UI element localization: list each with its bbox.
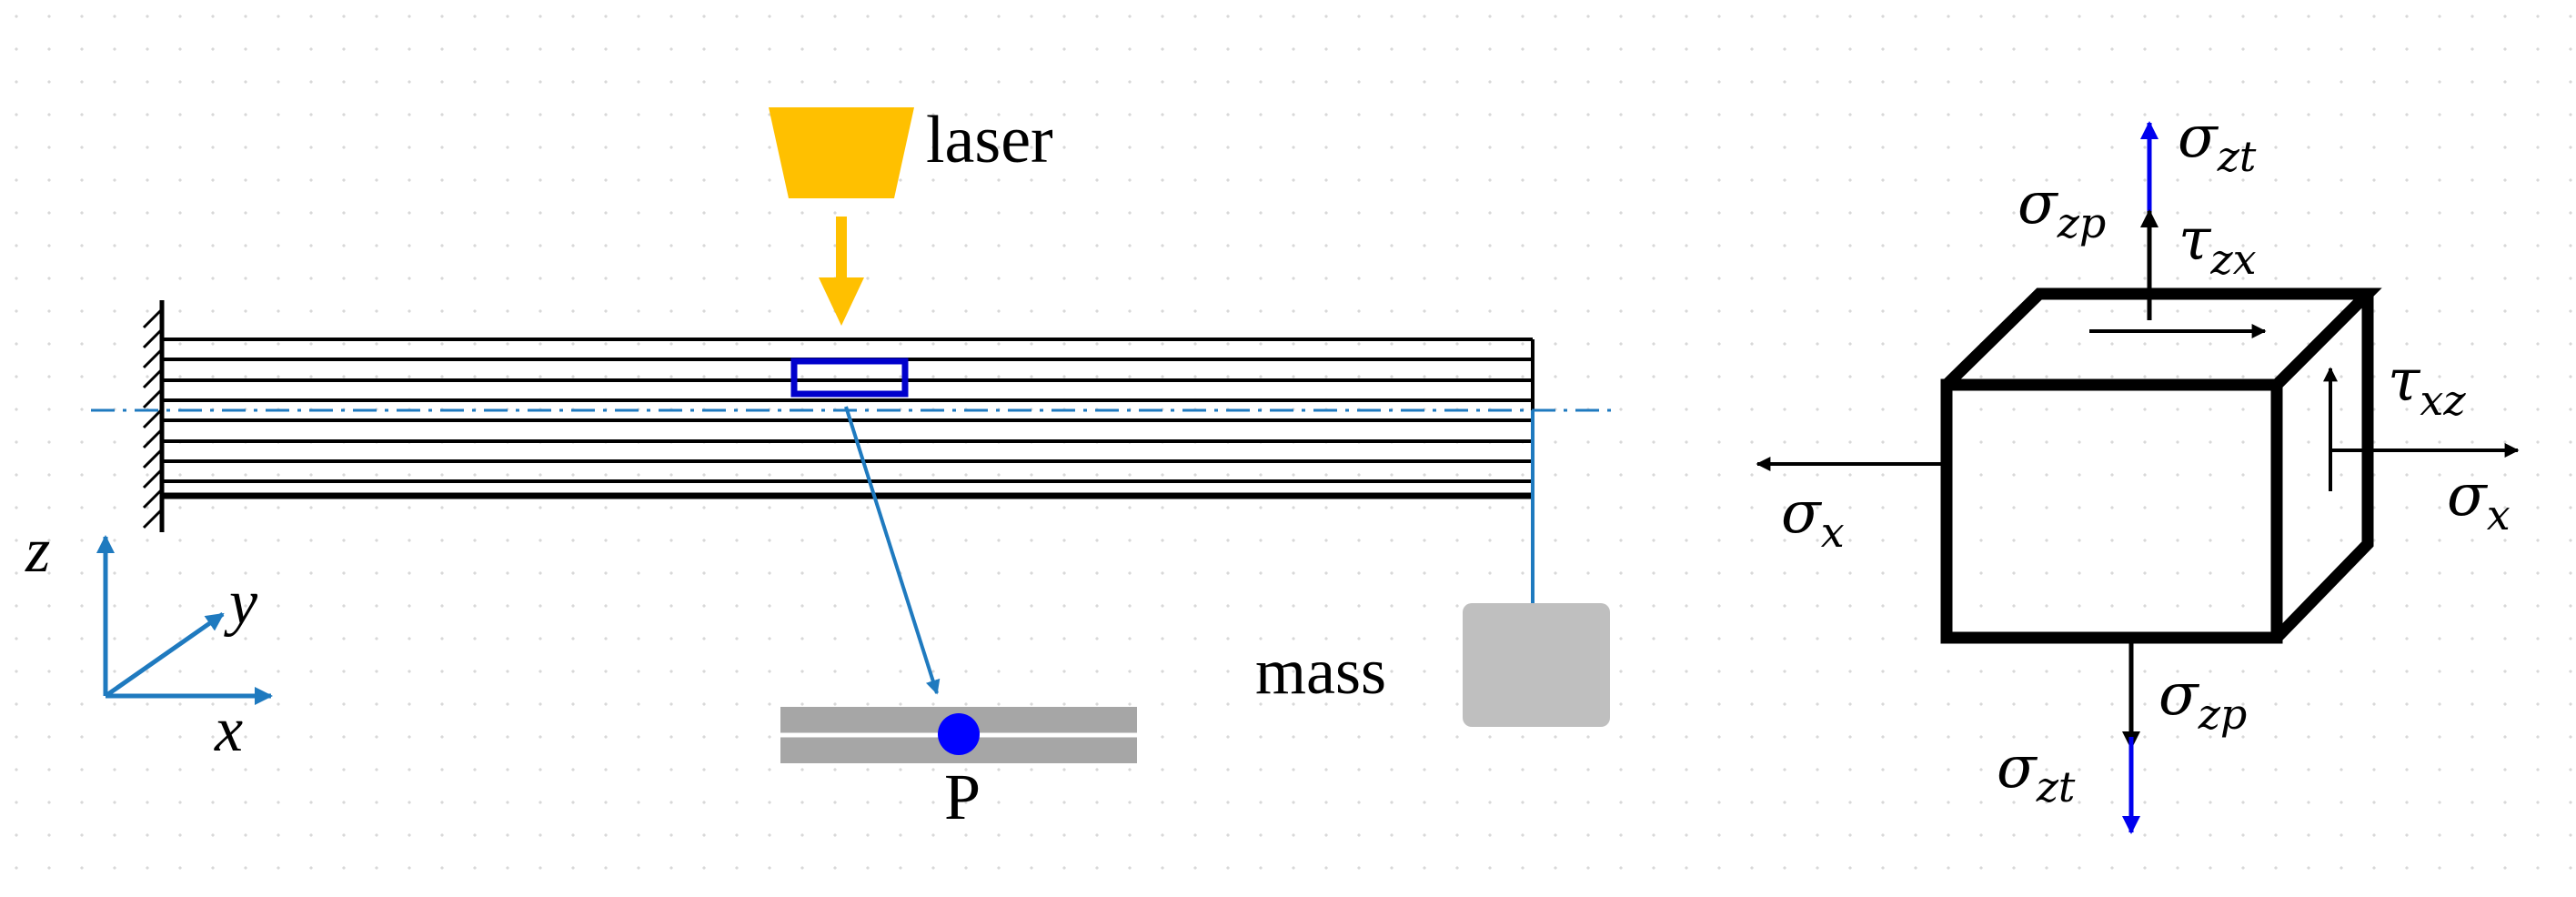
sigma-x-left-label: σx <box>1781 479 1845 557</box>
beam-setup: laser P mass z y <box>25 103 1619 833</box>
laser-beam-arrow <box>819 217 864 326</box>
y-axis-label: y <box>224 568 258 638</box>
mass-label: mass <box>1255 635 1386 708</box>
tau-zx-label: τzx <box>2179 207 2257 284</box>
coordinate-axes: z y x <box>25 516 273 765</box>
stress-cube <box>1940 287 2382 644</box>
stress-element: σx σx σzt σzp τzx τxz σzp σzt <box>1756 104 2520 834</box>
fixed-support-wall <box>142 300 165 532</box>
x-axis-label: x <box>214 695 243 765</box>
reflected-beam-arrow <box>844 406 941 695</box>
laser-source: laser <box>769 103 1053 326</box>
point-p-marker <box>938 713 980 755</box>
hanging-mass: mass <box>1255 410 1610 727</box>
mass-block <box>1463 603 1610 727</box>
point-p-label: P <box>944 761 981 833</box>
measurement-spot-marker <box>790 358 909 398</box>
sigma-zt-top-label: σzt <box>2178 104 2257 181</box>
layered-beam <box>162 338 1535 499</box>
sigma-x-right-label: σx <box>2447 462 2511 539</box>
laser-label: laser <box>926 103 1053 177</box>
z-axis-label: z <box>25 516 50 586</box>
sigma-zp-top-label: σzp <box>2018 170 2106 247</box>
detector-screen: P <box>780 707 1137 833</box>
tau-xz-label: τxz <box>2388 348 2466 425</box>
sigma-zp-bottom-label: σzp <box>2158 661 2247 739</box>
laser-emitter-icon <box>769 107 914 198</box>
sigma-zt-bottom-label: σzt <box>1997 734 2076 811</box>
